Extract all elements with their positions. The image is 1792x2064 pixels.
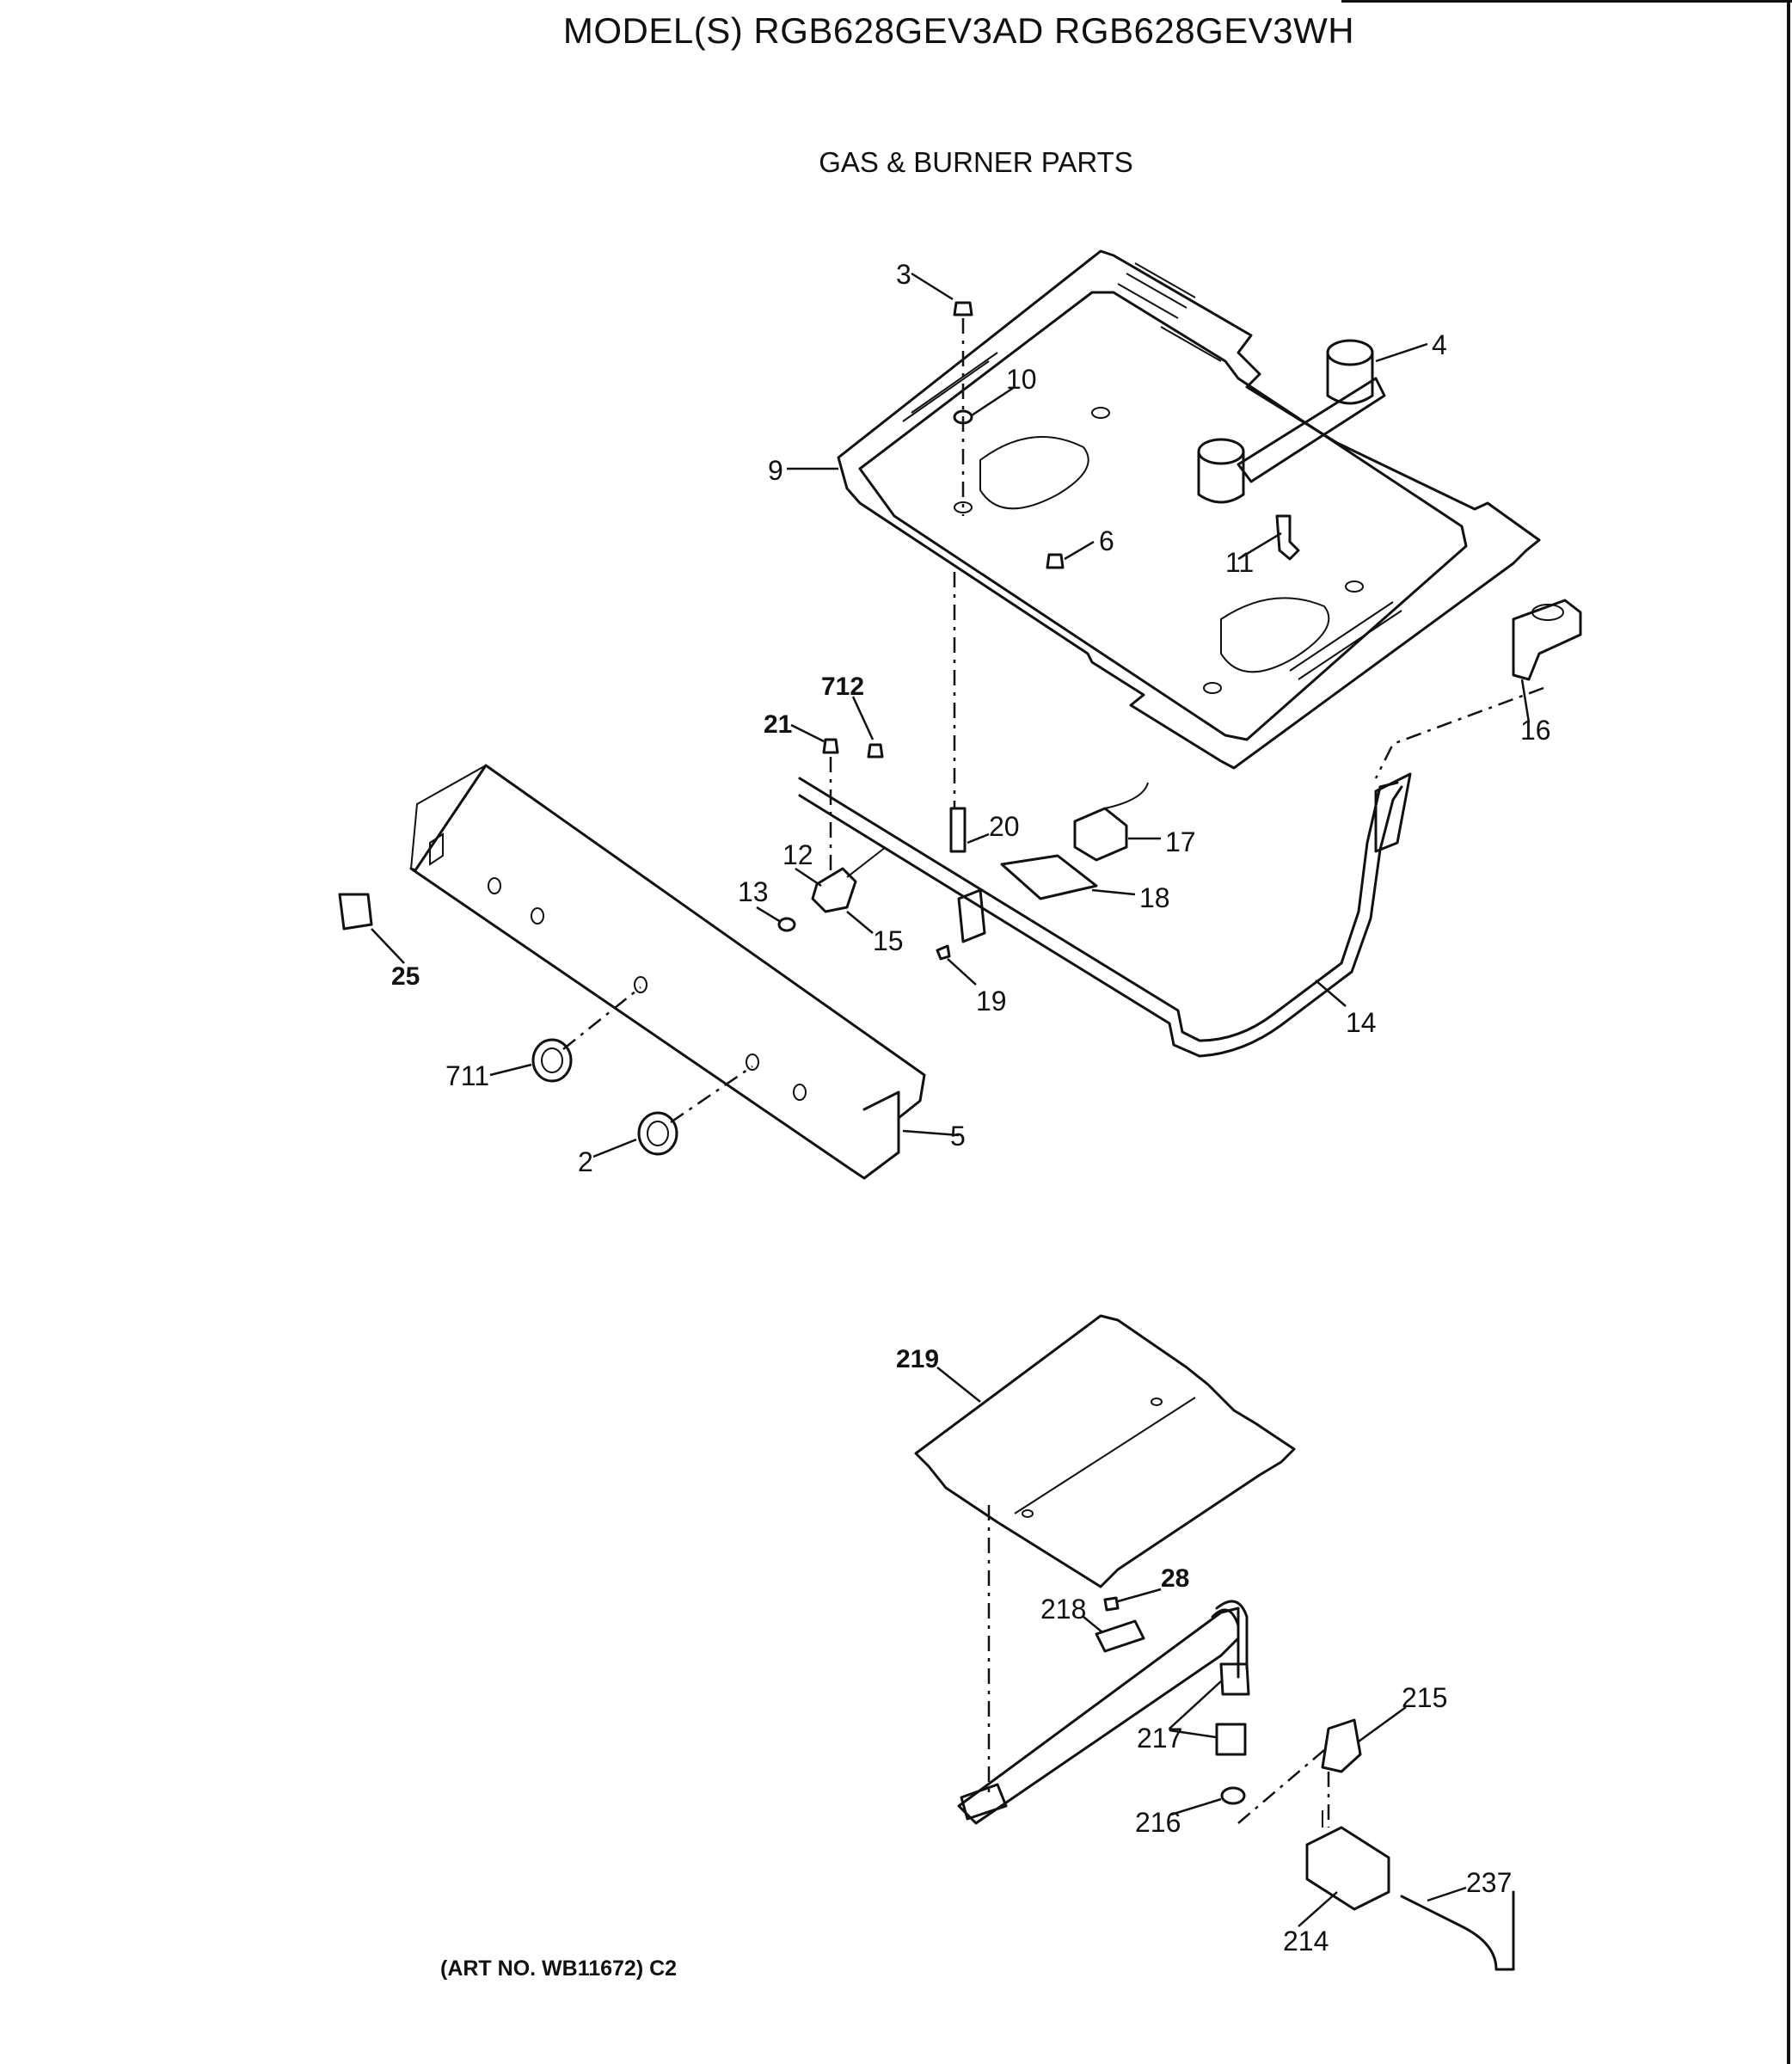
switch-25 <box>338 893 373 931</box>
orifice-holder <box>949 807 967 853</box>
callout-5: 5 <box>950 1121 966 1152</box>
leader-12 <box>795 867 822 888</box>
screw-19 <box>936 944 951 961</box>
leader-16 <box>1520 679 1531 723</box>
burner-box-tray <box>837 249 1541 770</box>
callout-4: 4 <box>1432 329 1447 360</box>
callout-712: 712 <box>821 673 864 701</box>
leader-218 <box>1083 1616 1103 1633</box>
callout-15: 15 <box>873 925 904 956</box>
callout-21: 21 <box>764 710 792 739</box>
screw-3 <box>953 301 973 316</box>
callout-9: 9 <box>768 455 783 486</box>
callout-2: 2 <box>578 1146 593 1177</box>
leader-217b <box>1169 1729 1217 1739</box>
leader-19 <box>947 958 977 986</box>
art-number-label: (ART NO. WB11672) C2 <box>440 1956 678 1981</box>
leader-214 <box>1298 1891 1338 1927</box>
screw-21 <box>822 738 839 754</box>
leader-4 <box>1375 342 1428 363</box>
valve-bracket-plate <box>1000 854 1098 900</box>
washer-13 <box>777 917 796 932</box>
knob-711 <box>531 1038 573 1083</box>
callout-218: 218 <box>1040 1594 1086 1625</box>
right-border-line <box>1787 0 1790 2064</box>
callout-217: 217 <box>1137 1723 1182 1754</box>
callout-12: 12 <box>782 839 813 870</box>
leader-18 <box>1091 888 1136 896</box>
leader-5 <box>902 1129 960 1137</box>
leader-3 <box>911 272 954 301</box>
leader-13 <box>756 906 782 924</box>
callout-13: 13 <box>738 876 769 907</box>
callout-19: 19 <box>976 986 1007 1017</box>
safety-valve-214 <box>1305 1810 1390 1911</box>
leader-711 <box>489 1063 532 1077</box>
callout-214: 214 <box>1283 1926 1329 1956</box>
callout-6: 6 <box>1099 525 1114 556</box>
leader-216 <box>1170 1797 1222 1816</box>
leader-237 <box>1427 1886 1467 1902</box>
callout-28: 28 <box>1161 1564 1189 1593</box>
assembly-line-215 <box>1237 1749 1325 1824</box>
leader-25 <box>371 928 405 964</box>
callout-3: 3 <box>896 259 911 290</box>
top-burner-valve-assembly <box>1197 339 1386 504</box>
oven-valve <box>1073 782 1149 862</box>
oven-burner-tube <box>957 1600 1249 1825</box>
model-numbers-heading: MODEL(S) RGB628GEV3AD RGB628GEV3WH <box>562 10 1355 51</box>
leader-15 <box>846 911 874 934</box>
callout-25: 25 <box>391 962 420 991</box>
bracket-215 <box>1321 1718 1362 1773</box>
section-title: GAS & BURNER PARTS <box>819 146 1133 178</box>
burner-valve-15 <box>811 846 887 913</box>
callout-16: 16 <box>1520 715 1551 746</box>
leader-712 <box>851 696 875 740</box>
callout-18: 18 <box>1139 882 1170 913</box>
screw-28 <box>1103 1596 1120 1612</box>
leader-2 <box>592 1138 637 1158</box>
capillary-237 <box>1400 1890 1515 1971</box>
callout-11: 11 <box>1225 547 1254 578</box>
leader-28 <box>1117 1588 1162 1603</box>
gas-manifold <box>798 772 1412 1058</box>
clip-217-upper <box>1219 1662 1250 1696</box>
callout-216: 216 <box>1135 1807 1181 1838</box>
spark-module-bracket <box>1275 514 1300 561</box>
screw-712 <box>867 743 884 759</box>
nut-216 <box>1220 1786 1246 1805</box>
leader-10 <box>971 385 1016 417</box>
leader-215 <box>1358 1705 1407 1743</box>
leader-219 <box>936 1367 981 1403</box>
oven-burner-baffle-219 <box>914 1314 1296 1588</box>
leader-20 <box>967 832 990 845</box>
leader-217a <box>1169 1680 1222 1729</box>
leader-11 <box>1237 531 1282 561</box>
callout-14: 14 <box>1346 1007 1377 1038</box>
top-border-line <box>1341 0 1792 3</box>
screw-6 <box>1046 553 1065 569</box>
callout-237: 237 <box>1466 1867 1512 1898</box>
knob-2 <box>637 1111 678 1156</box>
leader-14 <box>1315 980 1347 1007</box>
leader-21 <box>790 723 825 743</box>
callout-10: 10 <box>1006 364 1037 395</box>
callout-20: 20 <box>989 811 1020 842</box>
callout-711: 711 <box>445 1060 489 1091</box>
callout-215: 215 <box>1402 1682 1447 1713</box>
assembly-line-regulator <box>1374 686 1544 779</box>
manifold-panel <box>409 764 926 1180</box>
bracket-clip <box>957 888 986 943</box>
leader-6 <box>1064 540 1095 561</box>
pressure-regulator <box>1512 599 1582 681</box>
spark-electrode-218 <box>1095 1619 1145 1653</box>
callout-17: 17 <box>1165 826 1196 857</box>
callout-219: 219 <box>896 1345 939 1373</box>
clip-217-lower <box>1215 1723 1247 1756</box>
